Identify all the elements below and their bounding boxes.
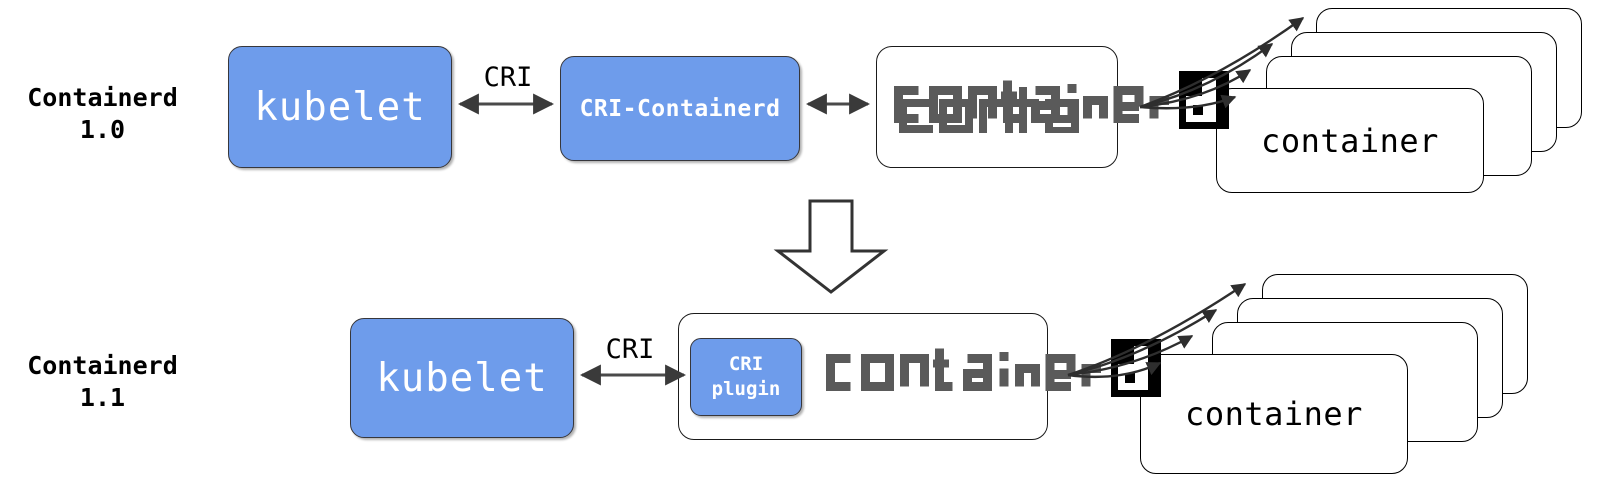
node-kubelet-row2[interactable]: kubelet bbox=[350, 318, 574, 438]
row-label-containerd-1-1: Containerd 1.1 bbox=[27, 351, 178, 412]
edge-label-cri-row2: CRI bbox=[605, 334, 655, 365]
container-label-row2: container bbox=[1185, 395, 1363, 433]
node-containerd-row1[interactable] bbox=[876, 46, 1118, 168]
node-kubelet-row1[interactable]: kubelet bbox=[228, 46, 452, 168]
node-cri-plugin[interactable]: CRI plugin bbox=[690, 338, 802, 416]
node-kubelet-row2-label: kubelet bbox=[376, 355, 548, 401]
row-label-containerd-1-0: Containerd 1.0 bbox=[27, 83, 178, 144]
node-cri-containerd[interactable]: CRI-Containerd bbox=[560, 56, 800, 161]
container-stack-row1-box1[interactable]: container bbox=[1216, 88, 1484, 193]
container-stack-row2-box1[interactable]: container bbox=[1140, 354, 1408, 474]
transition-down-arrow-icon bbox=[773, 199, 889, 294]
node-kubelet-row1-label: kubelet bbox=[254, 84, 426, 130]
node-cri-plugin-label: CRI plugin bbox=[711, 353, 781, 400]
node-cri-containerd-label: CRI-Containerd bbox=[579, 95, 781, 122]
containerd-logo-row1 bbox=[897, 81, 1102, 137]
edge-label-cri-row1: CRI bbox=[483, 62, 533, 93]
container-label-row1: container bbox=[1261, 121, 1439, 160]
